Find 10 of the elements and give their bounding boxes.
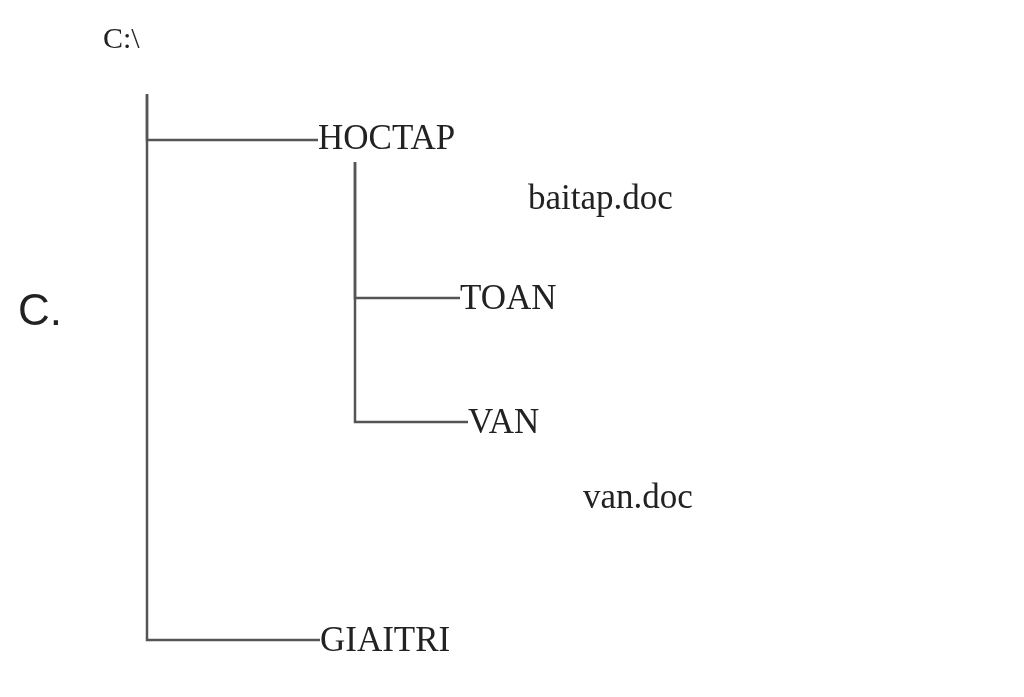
folder-name: VAN [468,402,540,442]
option-letter: C. [18,290,62,330]
tree-connector [145,94,320,642]
folder-name: HOCTAP [318,118,456,162]
folder-name: GIAITRI [320,620,451,660]
file-name: van.doc [583,477,693,517]
tree-connector [353,162,468,424]
folder-name: TOAN [460,278,557,318]
file-name: baitap.doc [528,178,673,218]
folder-name: C:\ [103,18,140,94]
